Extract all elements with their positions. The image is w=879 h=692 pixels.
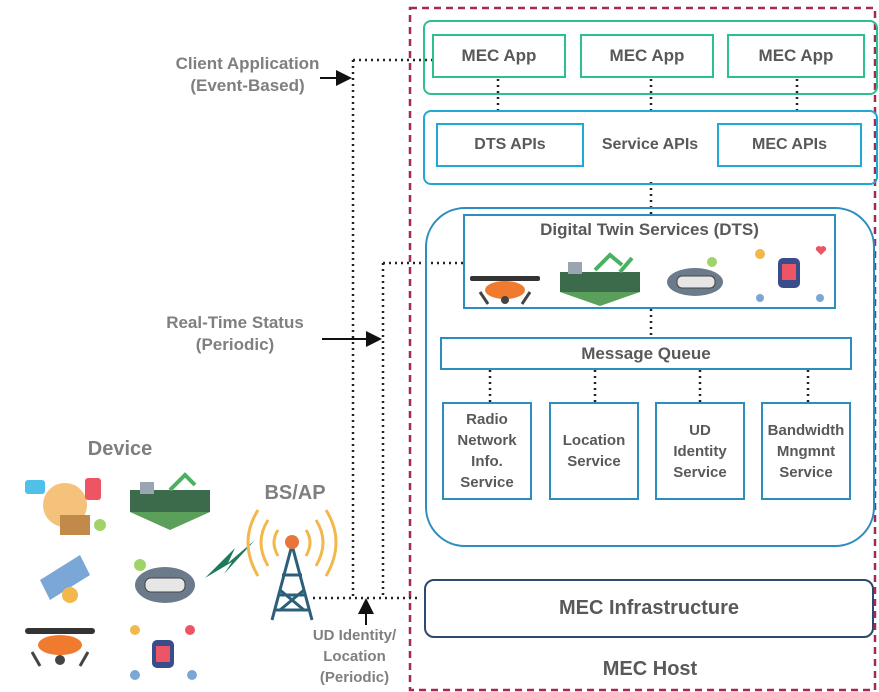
radio-network-info-service[interactable]: Radio Network Info. Service: [442, 402, 532, 500]
location-line2: Service: [567, 453, 621, 470]
wireless-link-icon: [205, 540, 255, 578]
device-illustrations: [25, 472, 210, 680]
mec-apps-group: [423, 20, 878, 95]
mec-host-label: MEC Host: [602, 658, 698, 680]
radio-line3: Info.: [471, 453, 503, 470]
message-queue-box[interactable]: Message Queue: [440, 337, 852, 370]
realtime-line1: Real-Time Status: [166, 313, 304, 332]
ud-identity-label: UD Identity/ Location (Periodic): [292, 625, 417, 688]
services-container: [425, 207, 875, 547]
bs-ap-label: BS/AP: [264, 482, 326, 504]
mec-infrastructure-box[interactable]: MEC Infrastructure: [424, 579, 874, 638]
bandwidth-line1: Bandwidth: [767, 421, 845, 439]
ud-line3: (Periodic): [319, 669, 390, 686]
location-service[interactable]: Location Service: [549, 402, 639, 500]
mec-apis-box[interactable]: MEC APIs: [717, 123, 862, 167]
dts-illustrations: [470, 246, 827, 306]
dts-box[interactable]: Digital Twin Services (DTS): [463, 214, 836, 309]
client-application-label: Client Application (Event-Based): [150, 53, 345, 97]
ud-identity-line2: Identity: [673, 442, 727, 460]
bandwidth-line2: Mngmnt: [776, 442, 836, 460]
mec-app-3[interactable]: MEC App: [727, 34, 865, 78]
apis-group: [423, 110, 878, 185]
dts-title: Digital Twin Services (DTS): [540, 220, 759, 239]
radio-line1: Radio: [466, 411, 508, 428]
bandwidth-mngmnt-service[interactable]: Bandwidth Mngmnt Service: [761, 402, 851, 500]
tower-icon: [246, 509, 338, 621]
mec-app-1[interactable]: MEC App: [432, 34, 566, 78]
ud-identity-line3: Service: [673, 463, 727, 481]
dotted-links: [313, 58, 810, 600]
ud-identity-line1: UD: [689, 421, 711, 439]
client-app-line1: Client Application: [175, 54, 320, 73]
ud-line2: Location: [323, 648, 386, 665]
device-label: Device: [87, 438, 153, 460]
realtime-line2: (Periodic): [195, 335, 275, 354]
radio-line2: Network: [457, 432, 517, 449]
location-line1: Location: [562, 432, 626, 449]
client-app-line2: (Event-Based): [190, 76, 305, 95]
service-apis-label: Service APIs: [601, 136, 699, 153]
mec-host-frame: [408, 6, 877, 692]
realtime-status-label: Real-Time Status (Periodic): [150, 312, 320, 356]
ud-line1: UD Identity/: [312, 627, 397, 644]
mec-app-2[interactable]: MEC App: [580, 34, 714, 78]
dts-apis-box[interactable]: DTS APIs: [436, 123, 584, 167]
radio-line4: Service: [460, 474, 514, 491]
bandwidth-line3: Service: [779, 463, 833, 481]
ud-identity-service[interactable]: UD Identity Service: [655, 402, 745, 500]
